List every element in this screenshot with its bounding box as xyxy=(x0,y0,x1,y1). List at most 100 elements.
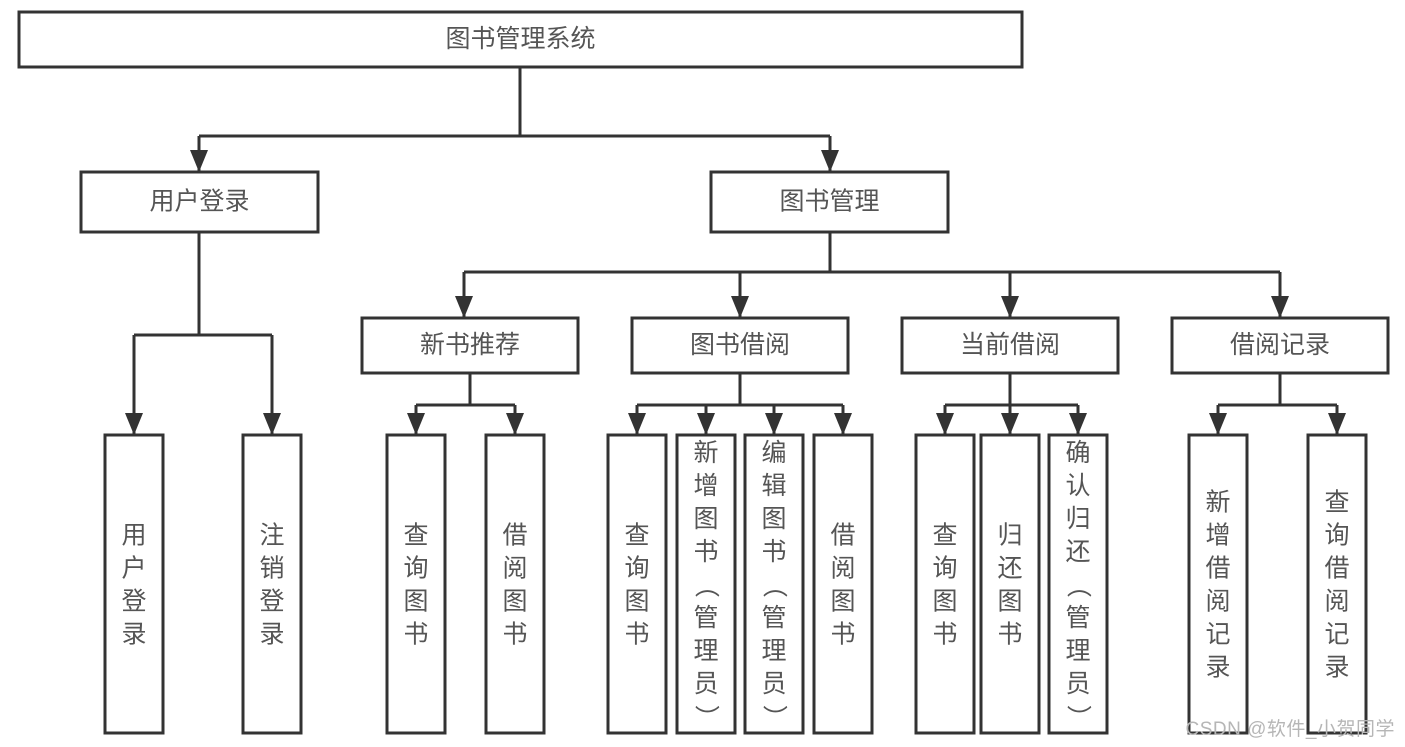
node-label-char: 阅 xyxy=(1205,588,1230,616)
node-label-char: 查 xyxy=(1324,489,1349,517)
arrow-head-icon xyxy=(263,413,281,435)
node-label-char: 记 xyxy=(1324,621,1349,649)
node-label-char: 图 xyxy=(997,588,1022,616)
node-label-char: 户 xyxy=(121,555,146,583)
arrow-head-icon xyxy=(1001,413,1019,435)
node-label-char: 还 xyxy=(997,555,1022,583)
node-label-char: 书 xyxy=(624,621,649,649)
node-box xyxy=(914,433,976,735)
node-box xyxy=(709,170,950,234)
node-label-char: （ xyxy=(692,573,720,598)
node-label-char: 书 xyxy=(932,621,957,649)
node-label: 用户登录 xyxy=(149,188,249,216)
node-label-char: 阅 xyxy=(1324,588,1349,616)
node-label-char: 图 xyxy=(624,588,649,616)
node-label-char: 编 xyxy=(761,439,786,467)
node-label-char: 录 xyxy=(1324,654,1349,682)
node-label-char: 书 xyxy=(403,621,428,649)
node-label-char: 登 xyxy=(121,588,146,616)
node-label-char: 增 xyxy=(1205,522,1230,550)
node-label-char: 录 xyxy=(121,621,146,649)
node-box xyxy=(385,433,447,735)
node-box xyxy=(812,433,874,735)
node-root[interactable]: 图书管理系统 xyxy=(17,10,1024,69)
node-label-char: 书 xyxy=(693,538,718,566)
nodes-layer: 图书管理系统用户登录图书管理新书推荐图书借阅当前借阅借阅记录用户登录注销登录查询… xyxy=(17,10,1390,735)
connector-book-borrow-to-leaves xyxy=(628,373,852,435)
node-label-char: 归 xyxy=(1065,505,1090,533)
node-label-char: 注 xyxy=(259,522,284,550)
arrow-head-icon xyxy=(125,413,143,435)
node-current-borrow[interactable]: 当前借阅 xyxy=(900,316,1120,375)
node-label-char: 新 xyxy=(693,439,718,467)
arrow-head-icon xyxy=(765,413,783,435)
node-label-char: 询 xyxy=(403,555,428,583)
node-label-char: 图 xyxy=(932,588,957,616)
node-label-char: 用 xyxy=(121,522,146,550)
node-label-char: ） xyxy=(1064,705,1092,730)
node-label-char: 借 xyxy=(1324,555,1349,583)
node-box xyxy=(360,316,580,375)
node-label-char: 员 xyxy=(761,670,786,698)
arrow-head-icon xyxy=(731,296,749,318)
node-label-char: 新 xyxy=(1205,489,1230,517)
node-book-borrow[interactable]: 图书借阅 xyxy=(630,316,850,375)
node-label-char: 图 xyxy=(761,505,786,533)
watermark-label: CSDN @软件_小贺同学 xyxy=(1185,719,1395,740)
node-label-char: 管 xyxy=(761,604,786,632)
node-label-char: ） xyxy=(692,705,720,730)
node-label-char: 书 xyxy=(997,621,1022,649)
node-label-char: 员 xyxy=(1065,670,1090,698)
node-label-char: 借 xyxy=(1205,555,1230,583)
node-label-char: 书 xyxy=(830,621,855,649)
node-leaf-user-login[interactable]: 用户登录 xyxy=(103,433,165,735)
node-box xyxy=(484,433,546,735)
connectors-layer xyxy=(125,67,1346,435)
arrow-head-icon xyxy=(455,296,473,318)
node-book-manage[interactable]: 图书管理 xyxy=(709,170,950,234)
node-label-char: 查 xyxy=(403,522,428,550)
node-box xyxy=(743,433,805,735)
node-new-book-rec[interactable]: 新书推荐 xyxy=(360,316,580,375)
node-label-char: 询 xyxy=(932,555,957,583)
connector-current-borrow-to-leaves xyxy=(936,373,1087,435)
node-label-char: 还 xyxy=(1065,538,1090,566)
node-label-char: 增 xyxy=(693,472,718,500)
node-label-char: 图 xyxy=(693,505,718,533)
node-user-login[interactable]: 用户登录 xyxy=(79,170,320,234)
node-label-char: 阅 xyxy=(830,555,855,583)
node-label-char: 理 xyxy=(1065,637,1090,665)
arrow-head-icon xyxy=(628,413,646,435)
node-label-char: 录 xyxy=(1205,654,1230,682)
connector-book-manage-to-level3 xyxy=(455,232,1289,318)
node-label-char: 查 xyxy=(624,522,649,550)
node-label: 图书管理系统 xyxy=(445,25,595,53)
node-box xyxy=(606,433,668,735)
node-label-char: 询 xyxy=(1324,522,1349,550)
node-label-char: 认 xyxy=(1065,472,1090,500)
node-box xyxy=(1047,433,1109,735)
node-label-char: 图 xyxy=(830,588,855,616)
node-borrow-record[interactable]: 借阅记录 xyxy=(1170,316,1390,375)
node-label-char: 理 xyxy=(693,637,718,665)
node-box xyxy=(1306,433,1368,735)
node-label-char: 查 xyxy=(932,522,957,550)
node-label-char: ） xyxy=(760,705,788,730)
node-label-char: 销 xyxy=(259,555,284,583)
node-label-char: 管 xyxy=(1065,604,1090,632)
connector-borrow-record-to-leaves xyxy=(1209,373,1346,435)
connector-root-to-level2 xyxy=(190,67,839,172)
